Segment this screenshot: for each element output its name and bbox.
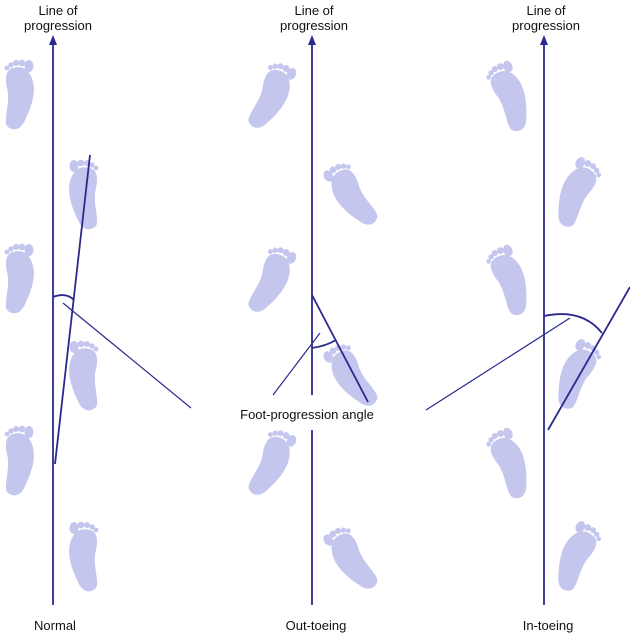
foot-icon	[5, 60, 34, 130]
foot-icon	[320, 339, 382, 415]
foot-icon	[483, 243, 538, 319]
axis-label-line1-out-toeing: Line of	[294, 3, 333, 18]
leader-line-normal	[62, 302, 192, 409]
angle-arc-out-toeing	[311, 339, 337, 349]
foot-axis-line-normal	[54, 154, 91, 465]
axis-label-line2-in-toeing: progression	[512, 18, 580, 33]
foot-icon	[5, 426, 34, 496]
leader-line-out-toeing	[272, 332, 321, 396]
caption-out-toeing: Out-toeing	[286, 618, 347, 633]
foot-icon	[5, 244, 34, 314]
foot-icon	[69, 159, 99, 230]
foot-icon	[546, 336, 605, 413]
foot-icon	[483, 59, 538, 135]
foot-icon	[69, 340, 99, 411]
foot-axis-line-in-toeing	[547, 286, 630, 431]
foot-progression-angle-callout: Foot-progression angle	[62, 302, 571, 422]
foot-icon	[245, 59, 298, 135]
axis-label-line2-normal: progression	[24, 18, 92, 33]
axis-label-line2-out-toeing: progression	[280, 18, 348, 33]
foot-icon	[320, 158, 382, 234]
panel-normal: Line of progression Normal	[5, 3, 99, 633]
angle-arc-normal	[52, 294, 75, 301]
caption-normal: Normal	[34, 618, 76, 633]
foot-icon	[245, 426, 298, 502]
foot-icon	[69, 521, 99, 592]
axis-label-line1-normal: Line of	[38, 3, 77, 18]
foot-icon	[546, 518, 605, 595]
foot-icon	[245, 243, 298, 319]
foot-icon	[320, 522, 382, 598]
panel-out-toeing: Line of progression Out-toeing	[245, 3, 382, 633]
foot-icon	[546, 154, 605, 231]
caption-in-toeing: In-toeing	[523, 618, 574, 633]
panel-in-toeing: Line of progression In-toeing	[483, 3, 630, 633]
foot-axis-line-out-toeing	[311, 294, 369, 403]
foot-icon	[483, 426, 538, 502]
axis-label-line1-in-toeing: Line of	[526, 3, 565, 18]
leader-line-in-toeing	[425, 317, 571, 411]
angle-arc-in-toeing	[543, 313, 603, 334]
foot-progression-angle-label: Foot-progression angle	[240, 407, 374, 422]
